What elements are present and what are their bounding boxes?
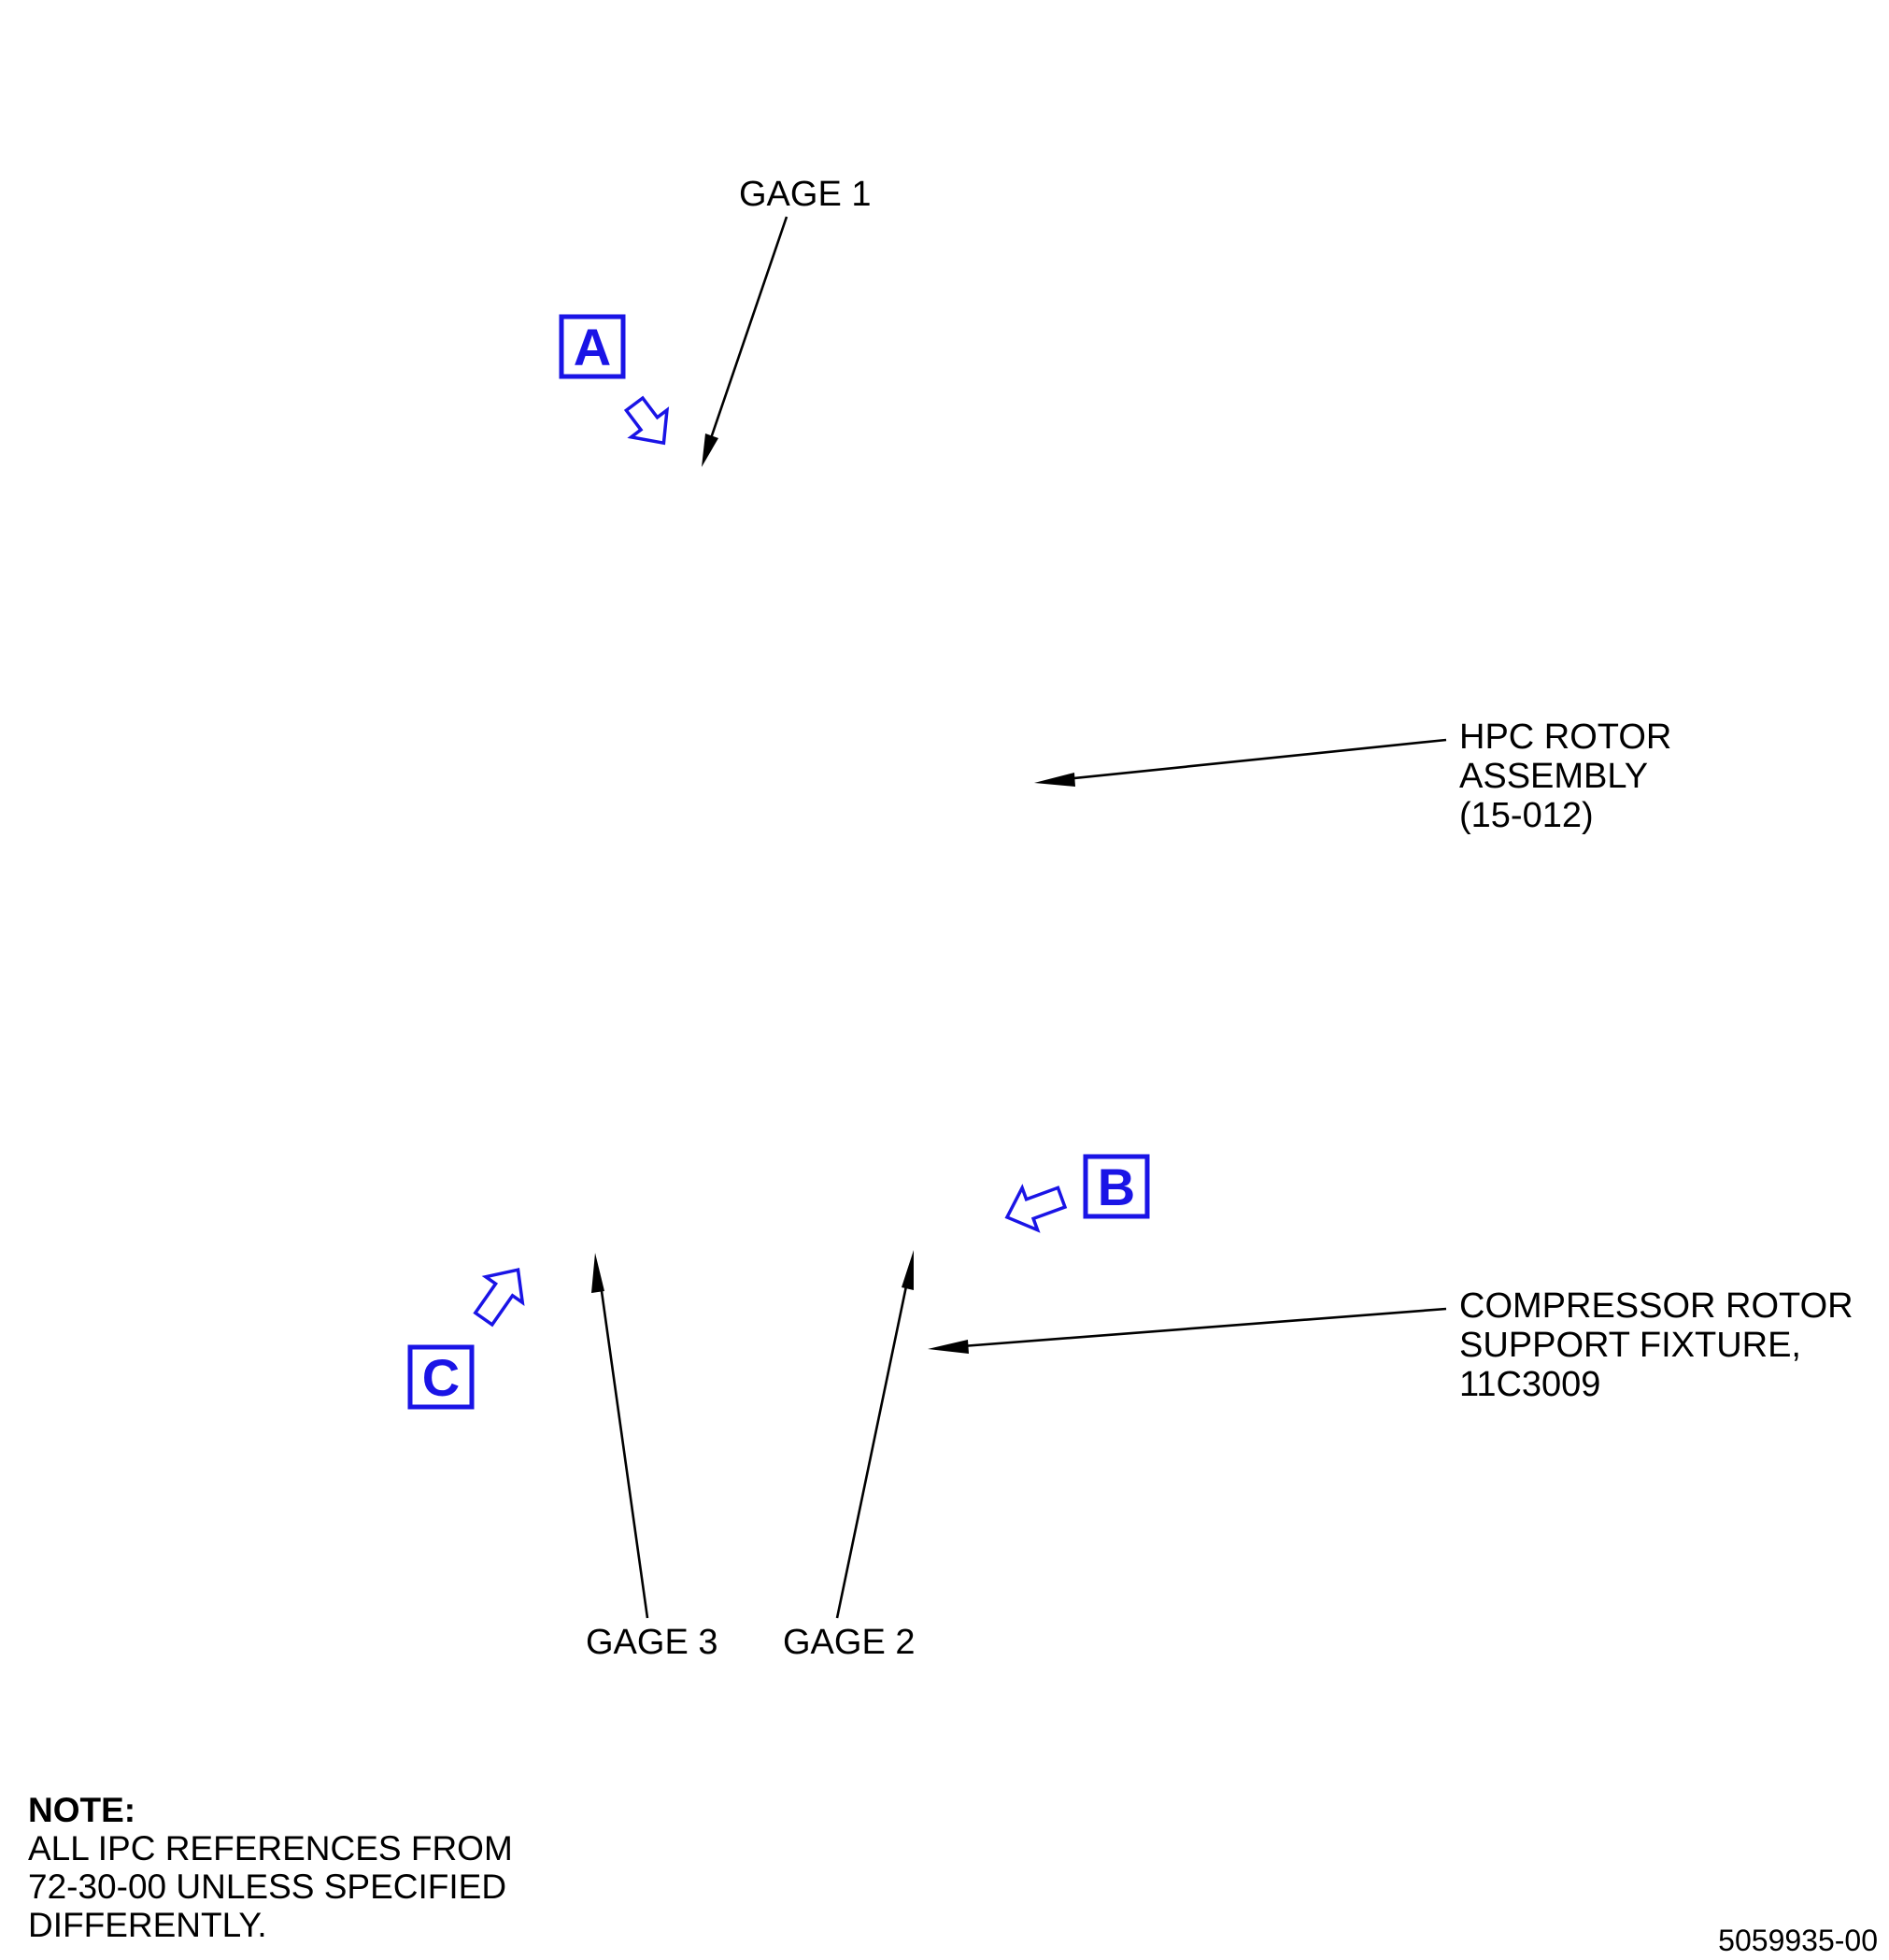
view-b-arrow-icon — [1004, 1184, 1068, 1233]
view-b-label: B — [1098, 1158, 1135, 1216]
view-c-arrow-icon — [473, 1268, 525, 1328]
hpc-rotor-label-line-1: HPC ROTOR — [1459, 717, 1671, 757]
hpc-rotor-arrowhead — [1034, 773, 1075, 787]
note-block: NOTE: ALL IPC REFERENCES FROM 72-30-00 U… — [28, 1791, 513, 1944]
hpc-rotor-callout: HPC ROTOR ASSEMBLY (15-012) — [1034, 717, 1671, 835]
gage-2-label: GAGE 2 — [783, 1623, 916, 1662]
gage-3-leader — [599, 1284, 649, 1619]
gage-2-callout: GAGE 2 — [783, 1250, 916, 1662]
view-indicator-c[interactable]: C — [407, 1257, 536, 1410]
view-a-box — [559, 314, 626, 379]
view-b-box — [1083, 1154, 1150, 1219]
gage-2-leader — [835, 1281, 909, 1619]
note-line-1: ALL IPC REFERENCES FROM — [28, 1829, 513, 1868]
support-fixture-label-line-2: SUPPORT FIXTURE, — [1459, 1326, 1801, 1365]
gage-2-arrowhead — [902, 1250, 914, 1290]
support-fixture-callout: COMPRESSOR ROTOR SUPPORT FIXTURE, 11C300… — [928, 1286, 1853, 1404]
figure-number: 5059935-00 — [1718, 1924, 1878, 1957]
note-line-2: 72-30-00 UNLESS SPECIFIED — [28, 1868, 506, 1906]
view-indicator-a[interactable]: A — [559, 314, 682, 457]
view-c-label: C — [422, 1348, 460, 1407]
view-indicator-b[interactable]: B — [1000, 1154, 1150, 1238]
hpc-rotor-label-line-3: (15-012) — [1459, 796, 1594, 835]
hpc-rotor-leader — [1064, 738, 1447, 781]
support-fixture-label-line-3: 11C3009 — [1459, 1365, 1600, 1404]
note-line-3: DIFFERENTLY. — [28, 1906, 267, 1944]
note-heading: NOTE: — [28, 1791, 135, 1829]
view-c-box — [407, 1344, 475, 1410]
view-a-arrow-icon — [623, 395, 670, 446]
support-fixture-label-line-1: COMPRESSOR ROTOR — [1459, 1286, 1853, 1326]
gage-1-arrowhead — [702, 433, 718, 467]
gage-1-label: GAGE 1 — [739, 175, 872, 214]
support-fixture-leader — [961, 1307, 1447, 1348]
gage-3-arrowhead — [591, 1253, 604, 1293]
gage-3-callout: GAGE 3 — [586, 1253, 718, 1662]
view-a-label: A — [574, 318, 611, 376]
support-fixture-arrowhead — [928, 1340, 969, 1354]
hpc-rotor-label-line-2: ASSEMBLY — [1459, 757, 1648, 796]
gage-1-callout: GAGE 1 — [702, 175, 872, 467]
gage-1-leader — [708, 216, 788, 442]
gage-3-label: GAGE 3 — [586, 1623, 718, 1662]
